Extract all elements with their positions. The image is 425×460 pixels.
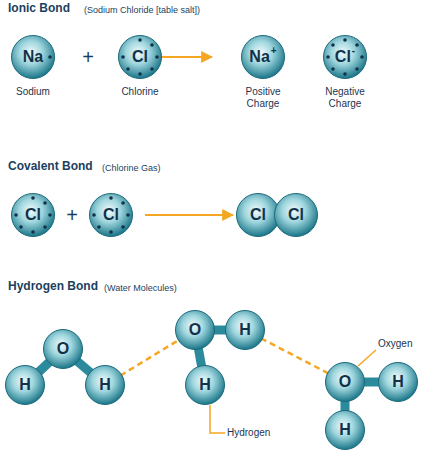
atom-circle: Cl- bbox=[323, 35, 367, 79]
leader-line bbox=[358, 350, 376, 366]
atom-circle: O bbox=[325, 362, 365, 402]
atom-circle: H bbox=[185, 365, 225, 405]
atom-circle: H bbox=[325, 410, 365, 450]
charge-sign: - bbox=[352, 45, 355, 56]
charge-label: Negative Charge bbox=[318, 86, 372, 110]
atom-circle: Cl bbox=[11, 193, 55, 237]
charge-sign: + bbox=[271, 45, 277, 56]
element-symbol: Cl bbox=[132, 48, 148, 66]
callout-label: Hydrogen bbox=[227, 427, 270, 439]
reaction-arrow bbox=[155, 56, 212, 58]
section-heading: Hydrogen Bond bbox=[8, 280, 98, 292]
plus-sign: + bbox=[64, 205, 80, 225]
element-symbol: Cl bbox=[335, 48, 351, 66]
section-subtitle: (Sodium Chloride [table salt]) bbox=[84, 4, 200, 16]
element-symbol: O bbox=[189, 321, 201, 339]
reaction-arrow bbox=[145, 214, 233, 216]
atom-circle: Cl bbox=[236, 193, 280, 237]
element-symbol: Cl bbox=[103, 206, 119, 224]
element-symbol: O bbox=[57, 340, 69, 358]
section-subtitle: (Chlorine Gas) bbox=[102, 162, 161, 174]
element-symbol: H bbox=[392, 373, 404, 391]
atom-circle: Na+ bbox=[241, 35, 285, 79]
element-symbol: O bbox=[339, 373, 351, 391]
leader-line bbox=[210, 405, 225, 433]
atom-circle: H bbox=[5, 365, 45, 405]
atom-circle: H bbox=[85, 365, 125, 405]
section-heading: Ionic Bond bbox=[8, 2, 70, 14]
atom-circle: Cl bbox=[274, 193, 318, 237]
atom-name: Sodium bbox=[3, 86, 63, 98]
section-subtitle: (Water Molecules) bbox=[104, 282, 177, 294]
atom-name: Chlorine bbox=[105, 86, 175, 98]
atom-circle: H bbox=[378, 362, 418, 402]
atom-circle: Cl bbox=[118, 35, 162, 79]
atom-circle: H bbox=[225, 310, 265, 350]
atom-circle: O bbox=[175, 310, 215, 350]
atom-circle: Na bbox=[11, 35, 55, 79]
callout-label: Oxygen bbox=[378, 338, 412, 350]
hydrogen-bond bbox=[120, 339, 179, 375]
hydrogen-bond bbox=[261, 338, 329, 373]
section-heading: Covalent Bond bbox=[8, 160, 93, 172]
atom-circle: O bbox=[43, 329, 83, 369]
element-symbol: Na bbox=[23, 48, 43, 66]
element-symbol: H bbox=[19, 376, 31, 394]
element-symbol: Cl bbox=[250, 206, 266, 224]
element-symbol: Cl bbox=[288, 206, 304, 224]
element-symbol: H bbox=[199, 376, 211, 394]
plus-sign: + bbox=[80, 47, 96, 67]
element-symbol: H bbox=[239, 321, 251, 339]
charge-label: Positive Charge bbox=[236, 86, 290, 110]
element-symbol: H bbox=[339, 421, 351, 439]
element-symbol: H bbox=[99, 376, 111, 394]
element-symbol: Na bbox=[249, 48, 269, 66]
element-symbol: Cl bbox=[25, 206, 41, 224]
atom-circle: Cl bbox=[89, 193, 133, 237]
